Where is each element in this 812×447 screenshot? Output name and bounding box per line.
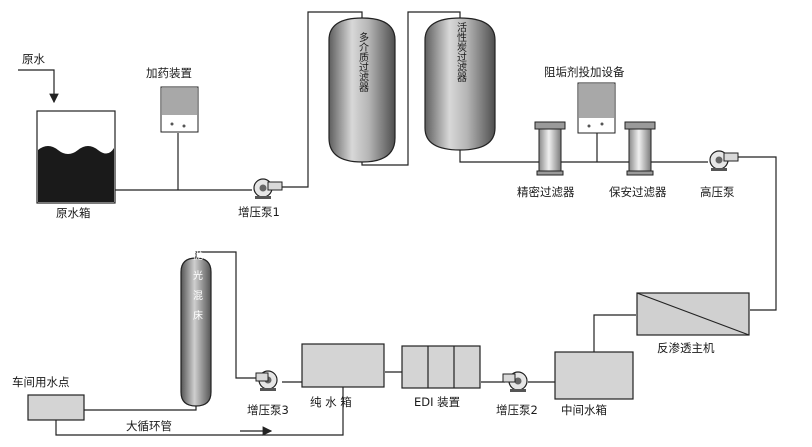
booster-pump-3-icon <box>255 370 278 391</box>
edi-device <box>401 345 481 389</box>
intermediate-tank <box>554 351 634 400</box>
pipe-hp-to-ro <box>738 156 777 311</box>
booster-pump-2-icon <box>502 371 528 392</box>
polishing-mixed-bed-label: 抛光混床 <box>191 249 203 330</box>
booster-pump-3-label: 增压泵3 <box>247 403 289 417</box>
high-pressure-pump-icon <box>709 150 739 171</box>
pipe-bed-to-workshop <box>84 405 197 411</box>
workshop-water-point <box>27 394 85 421</box>
dosing-device <box>160 86 199 133</box>
raw-water-tank-label: 原水箱 <box>56 206 91 220</box>
security-filter-label: 保安过滤器 <box>609 185 667 199</box>
raw-water-inlet-arrow <box>18 69 59 104</box>
multimedia-filter-label: 多介质过滤器 <box>357 31 369 93</box>
pipe-pump1-to-mmf <box>282 11 363 188</box>
pipe-pump3-to-bed <box>195 251 257 379</box>
multimedia-filter-vessel <box>328 17 396 163</box>
edi-device-label: EDI 装置 <box>414 395 460 409</box>
precision-filter-icon <box>534 121 566 176</box>
pure-water-tank-label: 纯 水 箱 <box>310 395 352 409</box>
pipe-ro-to-intermediate <box>593 314 636 352</box>
pipe-mmf-to-acf <box>361 11 461 166</box>
ro-main-unit <box>636 292 750 336</box>
antiscalant-device <box>577 82 616 134</box>
booster-pump-1-icon <box>253 178 283 199</box>
main-loop-pipe-label: 大循环管 <box>126 419 172 433</box>
dosing-device-label: 加药装置 <box>146 66 192 80</box>
polishing-mixed-bed-vessel <box>180 257 212 407</box>
activated-carbon-filter-vessel <box>424 17 496 151</box>
pipe-main-loop-return <box>55 386 344 436</box>
raw-water-in-label: 原水 <box>22 52 45 66</box>
pipe-acf-to-pump-hp <box>459 147 708 163</box>
high-pressure-pump-label: 高压泵 <box>700 185 735 199</box>
intermediate-tank-label: 中间水箱 <box>561 403 607 417</box>
raw-water-tank <box>36 110 116 204</box>
security-filter-icon <box>624 121 656 176</box>
workshop-point-label: 车间用水点 <box>12 375 70 389</box>
ro-main-unit-label: 反渗透主机 <box>657 341 715 355</box>
precision-filter-label: 精密过滤器 <box>517 185 575 199</box>
booster-pump-1-label: 增压泵1 <box>238 205 280 219</box>
pipes <box>18 11 777 436</box>
booster-pump-2-label: 增压泵2 <box>496 403 538 417</box>
antiscalant-device-label: 阻垢剂投加设备 <box>544 65 625 79</box>
activated-carbon-filter-label: 活性炭过滤器 <box>455 22 467 83</box>
pure-water-tank <box>301 343 385 388</box>
